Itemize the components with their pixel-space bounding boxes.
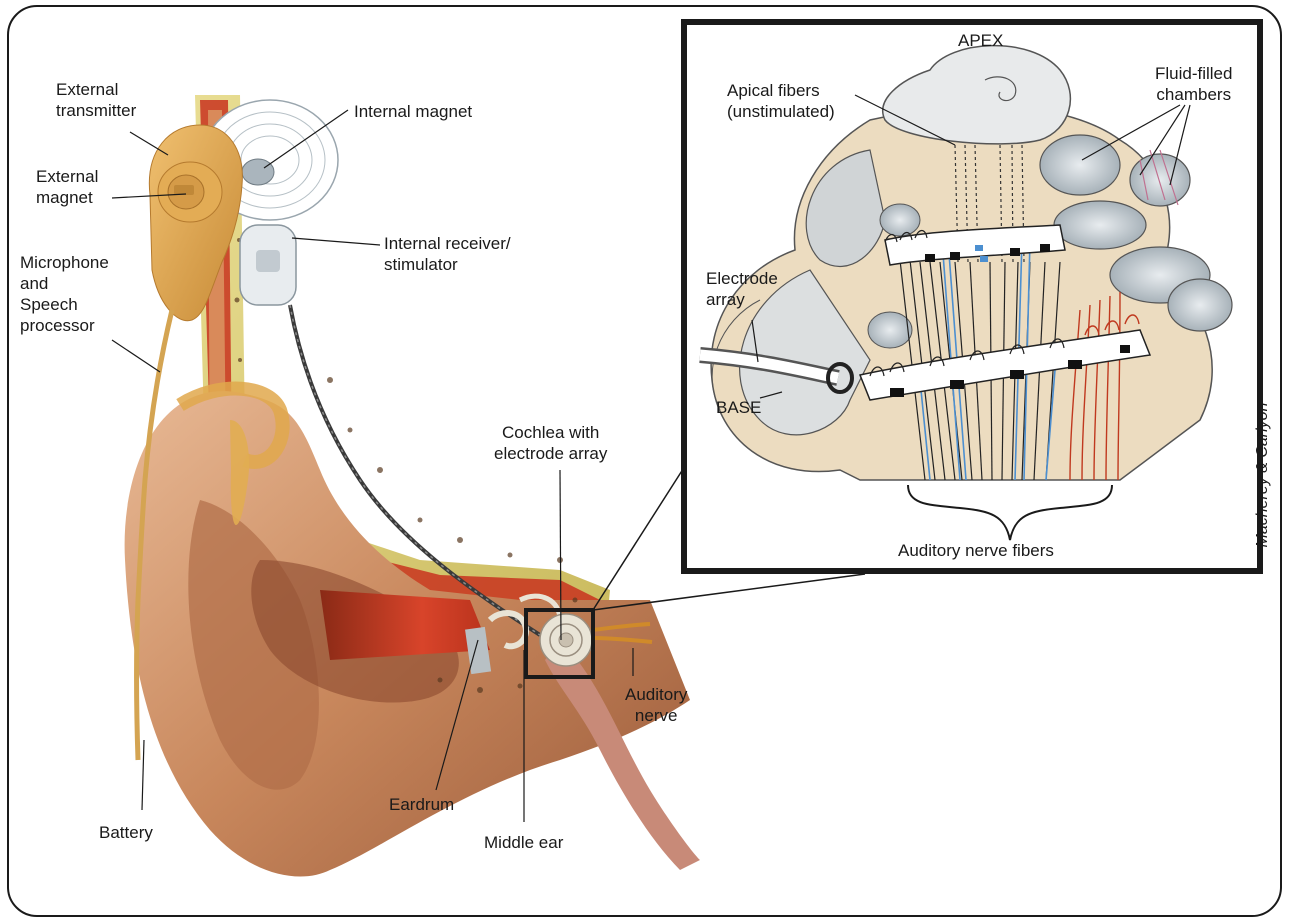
zoom-line-top (593, 466, 685, 610)
label-internal-receiver: Internal receiver/ stimulator (384, 233, 511, 275)
label-fluid-chambers: Fluid-filled chambers (1155, 63, 1232, 105)
credit-text: Macherey & Carlyon (1254, 403, 1272, 548)
label-apical-fibers: Apical fibers (unstimulated) (727, 80, 835, 122)
label-auditory-nerve: Auditory nerve (625, 684, 687, 726)
label-microphone-processor: Microphone and Speech processor (20, 252, 109, 336)
label-electrode-array: Electrode array (706, 268, 778, 310)
label-nerve-fibers: Auditory nerve fibers (898, 540, 1054, 561)
label-external-magnet: External magnet (36, 166, 98, 208)
internal-magnet-disk (242, 159, 274, 185)
label-battery: Battery (99, 822, 153, 843)
label-internal-magnet: Internal magnet (354, 101, 472, 122)
label-eardrum: Eardrum (389, 794, 454, 815)
label-apex: APEX (958, 30, 1003, 51)
zoom-line-bottom (593, 574, 865, 610)
label-middle-ear: Middle ear (484, 832, 563, 853)
label-external-transmitter: External transmitter (56, 79, 136, 121)
label-cochlea-electrode: Cochlea with electrode array (494, 422, 607, 464)
label-base: BASE (716, 397, 761, 418)
ear-canal (320, 590, 490, 660)
